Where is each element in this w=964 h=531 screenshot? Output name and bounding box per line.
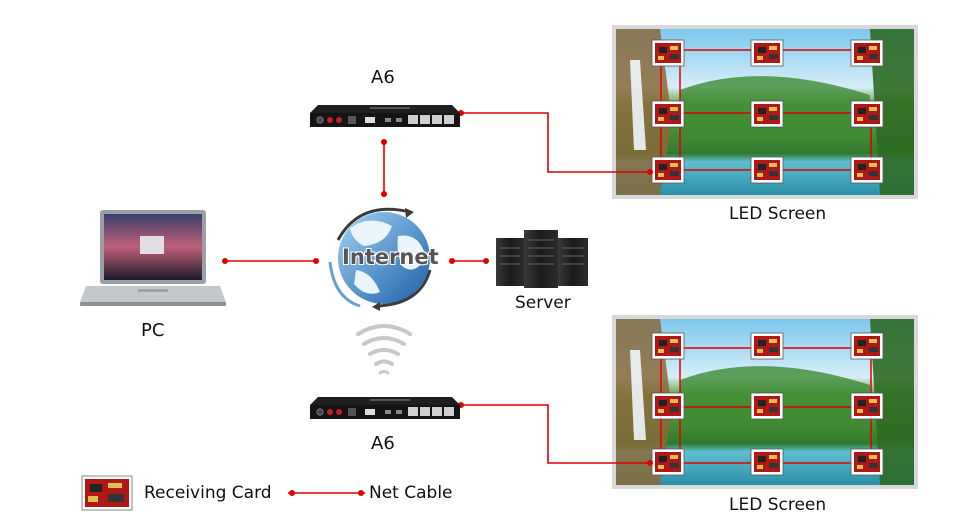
legend-receiving-card-icon <box>81 475 133 511</box>
controller-bottom-label: A6 <box>371 433 395 454</box>
internet-label: Internet <box>342 245 439 269</box>
controller-device-icon <box>309 104 461 128</box>
led-screen-top-label: LED Screen <box>729 204 827 224</box>
server-icon <box>496 230 588 288</box>
net-cables <box>225 112 650 464</box>
controller-top-label: A6 <box>371 67 395 88</box>
pc-label: PC <box>141 320 165 341</box>
legend-net-cable-label: Net Cable <box>369 483 453 503</box>
globe-icon <box>328 207 432 311</box>
legend-receiving-card-label: Receiving Card <box>144 483 272 503</box>
laptop-icon <box>80 210 226 306</box>
wifi-signal-icon <box>356 324 412 375</box>
controller-device-icon <box>309 396 461 420</box>
legend-net-cable-sample <box>288 490 365 496</box>
led-screen-bottom-label: LED Screen <box>729 495 827 515</box>
server-label: Server <box>515 293 571 313</box>
